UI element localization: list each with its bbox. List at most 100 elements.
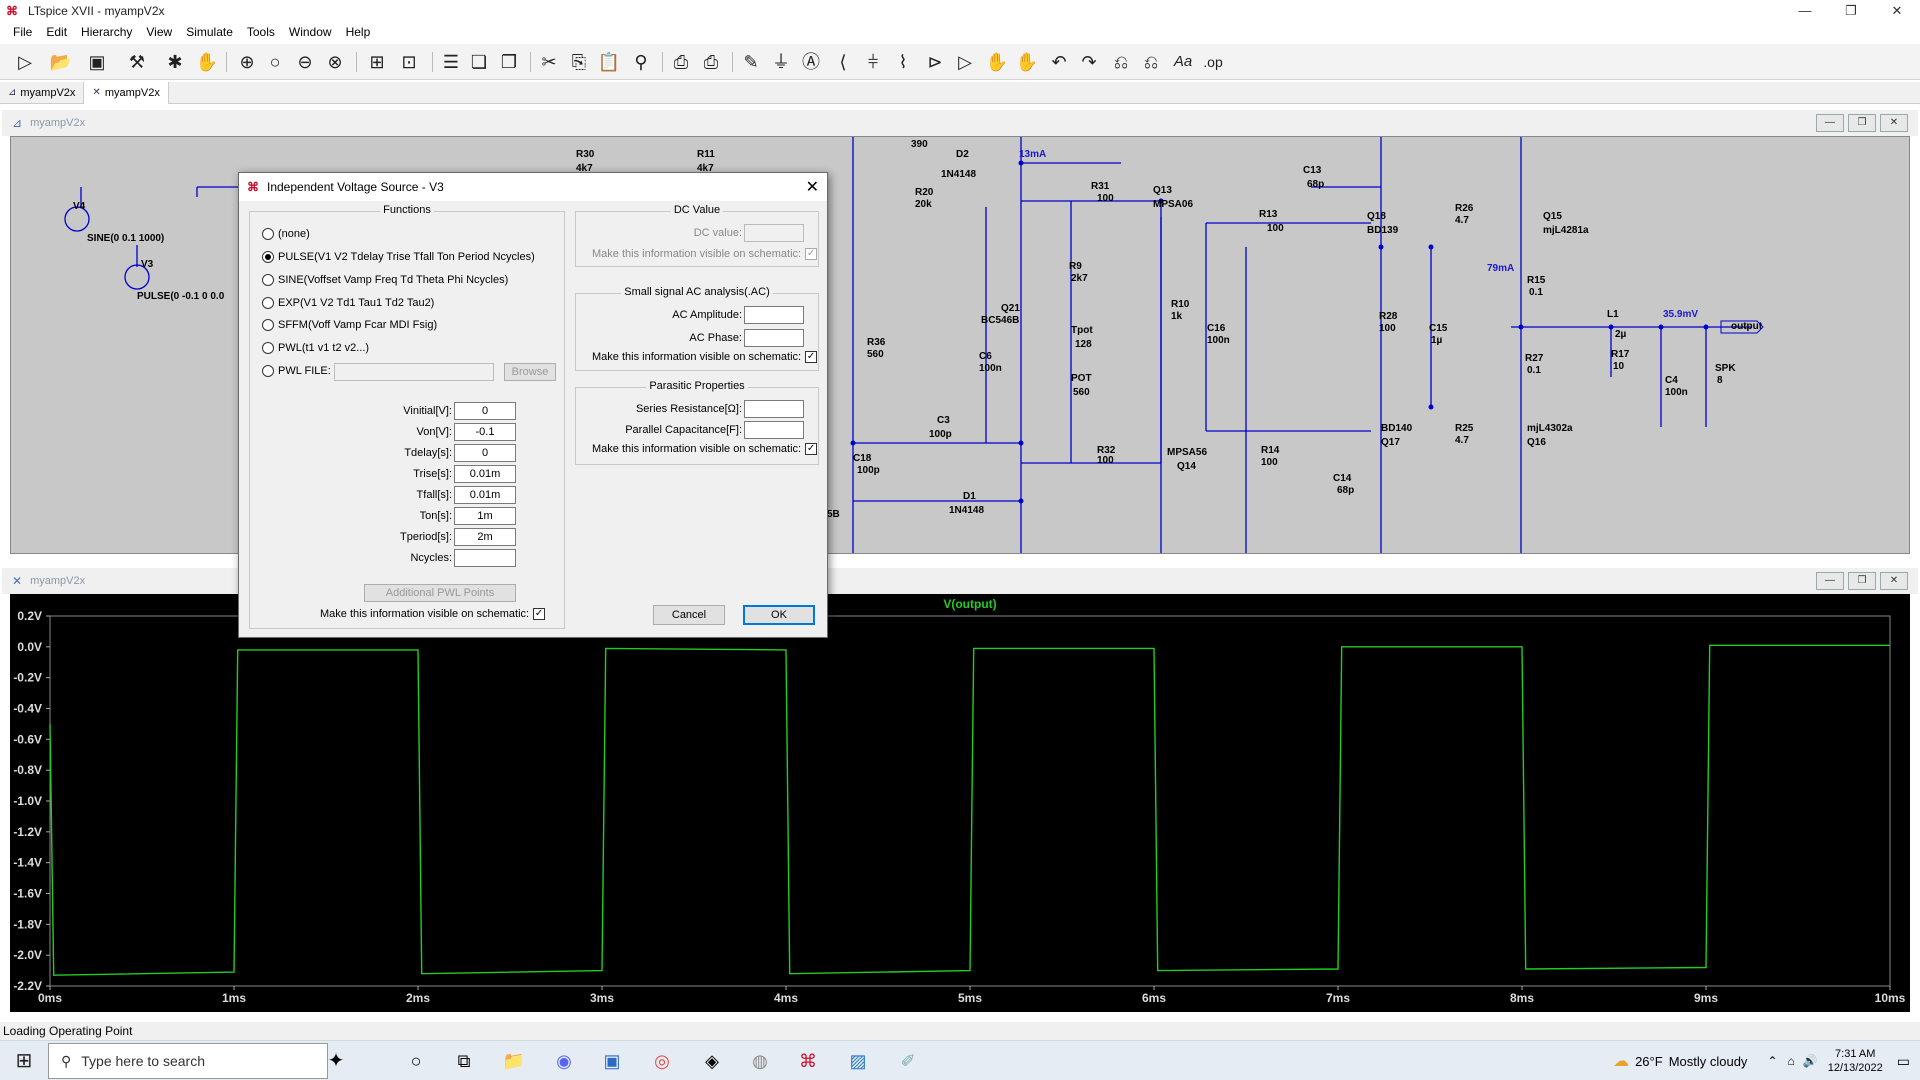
radio-pwl[interactable]: PWL(t1 v1 t2 v2...) (262, 342, 369, 354)
menu-view[interactable]: View (146, 25, 173, 39)
photos-icon[interactable]: ▨ (849, 1051, 867, 1071)
autorange-icon[interactable]: ⊞ (369, 52, 385, 72)
weather-icon[interactable]: ☁ (1613, 1053, 1630, 1070)
ton-input[interactable]: 1m (454, 507, 516, 525)
ground-icon[interactable]: ⏚ (772, 52, 790, 72)
pane-restore-button[interactable]: ❐ (1848, 572, 1876, 590)
tile-vertical-icon[interactable]: ❐ (500, 52, 518, 72)
control-panel-icon[interactable]: ⚒ (128, 52, 146, 72)
tdelay-input[interactable]: 0 (454, 444, 516, 462)
chrome-icon[interactable]: ◎ (654, 1051, 670, 1071)
rotate-icon[interactable]: ⎌ (1113, 52, 1129, 72)
chevron-up-icon[interactable]: ⌃ (1767, 1054, 1778, 1068)
tperiod-input[interactable]: 2m (454, 528, 516, 546)
ac-amplitude-input[interactable] (744, 306, 804, 324)
redo-icon[interactable]: ↷ (1081, 52, 1097, 72)
cortana-icon[interactable]: ○ (410, 1051, 422, 1071)
taskbar-search[interactable]: ⚲ Type here to search (48, 1043, 328, 1079)
clock[interactable]: 7:31 AM 12/13/2022 (1828, 1047, 1883, 1075)
menu-edit[interactable]: Edit (46, 25, 68, 39)
menu-window[interactable]: Window (288, 25, 332, 39)
cancel-button[interactable]: Cancel (653, 605, 725, 625)
pan-icon[interactable]: ✋ (195, 52, 219, 72)
menu-file[interactable]: File (13, 25, 33, 39)
radio-pwl-file[interactable]: PWL FILE: (262, 365, 331, 377)
resistor-icon[interactable]: ⟨ (839, 52, 847, 72)
dialog-close-icon[interactable]: ✕ (805, 179, 819, 196)
ac-visible-checkbox[interactable]: Make this information visible on schemat… (592, 351, 818, 363)
find-icon[interactable]: ⚲ (634, 52, 648, 72)
paint-icon[interactable]: ✐ (900, 1051, 916, 1071)
messenger-icon[interactable]: ▣ (603, 1051, 621, 1071)
move-icon[interactable]: ✋ (985, 52, 1009, 72)
capacitor-icon[interactable]: ⫩ (867, 52, 879, 72)
radio-sine[interactable]: SINE(Voffset Vamp Freq Td Theta Phi Ncyc… (262, 274, 508, 286)
menu-hierarchy[interactable]: Hierarchy (81, 25, 133, 39)
menu-simulate[interactable]: Simulate (186, 25, 233, 39)
spice-directive-icon[interactable]: .op (1203, 54, 1223, 70)
grid-icon[interactable]: ⊡ (401, 52, 417, 72)
text-icon[interactable]: Aa (1173, 53, 1193, 70)
open-folder-icon[interactable]: 📂 (49, 52, 73, 72)
pane-close-button[interactable]: ✕ (1880, 572, 1908, 590)
pane-minimize-button[interactable]: — (1816, 572, 1844, 590)
restore-button[interactable]: ❐ (1845, 3, 1857, 18)
drag-icon[interactable]: ✋ (1015, 52, 1039, 72)
zoom-fit-icon[interactable]: ⊗ (327, 52, 343, 72)
network-icon[interactable]: ⌂ (1787, 1054, 1795, 1068)
task-view-icon[interactable]: ⧉ (457, 1051, 471, 1071)
discord-icon[interactable]: ◉ (556, 1051, 572, 1071)
series-resistance-input[interactable] (744, 400, 804, 418)
paste-icon[interactable]: 📋 (597, 52, 621, 72)
ltspice-taskbar-icon[interactable]: ⌘ (799, 1051, 817, 1071)
tab-waveform[interactable]: ✕ myampV2x (84, 82, 169, 104)
copy-icon[interactable]: ⎘ (571, 52, 587, 72)
undo-icon[interactable]: ↶ (1051, 52, 1067, 72)
menu-help[interactable]: Help (345, 25, 371, 39)
ncycles-input[interactable] (454, 549, 516, 567)
radio-pulse[interactable]: PULSE(V1 V2 Tdelay Trise Tfall Ton Perio… (262, 251, 535, 263)
diode-icon[interactable]: ⊳ (927, 52, 943, 72)
radio-sffm[interactable]: SFFM(Voff Vamp Fcar MDI Fsig) (262, 319, 437, 331)
minimize-button[interactable]: — (1798, 3, 1812, 18)
widgets-icon[interactable]: ✦ (327, 1050, 345, 1072)
zoom-out-icon[interactable]: ⊖ (297, 52, 313, 72)
save-icon[interactable]: ▣ (88, 52, 106, 72)
parasitic-visible-checkbox[interactable]: Make this information visible on schemat… (592, 443, 818, 455)
additional-pwl-points-button[interactable]: Additional PWL Points (364, 584, 516, 602)
vinitial-input[interactable]: 0 (454, 402, 516, 420)
tile-horizontal-icon[interactable]: ☰ (442, 52, 460, 72)
notification-icon[interactable]: ▭ (1896, 1052, 1910, 1069)
functions-visible-checkbox[interactable]: Make this information visible on schemat… (320, 608, 546, 620)
print-setup-icon[interactable]: ⎙ (703, 52, 719, 72)
ac-phase-input[interactable] (744, 329, 804, 347)
zoom-in-icon[interactable]: ⊕ (239, 52, 255, 72)
trise-input[interactable]: 0.01m (454, 465, 516, 483)
label-net-icon[interactable]: Ⓐ (802, 52, 820, 72)
von-input[interactable]: -0.1 (454, 423, 516, 441)
pwl-file-input[interactable] (334, 363, 494, 381)
cut-icon[interactable]: ✂ (541, 52, 557, 72)
tab-schematic[interactable]: ⊿ myampV2x (0, 82, 85, 104)
cascade-icon[interactable]: ❏ (470, 52, 488, 72)
pane-minimize-button[interactable]: — (1816, 114, 1844, 132)
wire-icon[interactable]: ✎ (743, 52, 759, 72)
menu-tools[interactable]: Tools (246, 25, 275, 39)
mirror-icon[interactable]: ⎌ (1143, 52, 1159, 72)
radio-none[interactable]: (none) (262, 228, 310, 240)
run-icon[interactable]: ✱ (167, 52, 183, 72)
steam-icon[interactable]: ◍ (752, 1051, 768, 1071)
parallel-capacitance-input[interactable] (744, 421, 804, 439)
print-icon[interactable]: ⎙ (673, 52, 689, 72)
volume-icon[interactable]: 🔊 (1802, 1054, 1818, 1068)
tfall-input[interactable]: 0.01m (454, 486, 516, 504)
browse-button[interactable]: Browse (504, 363, 556, 381)
file-explorer-icon[interactable]: 📁 (502, 1051, 526, 1071)
zoom-icon[interactable]: ○ (269, 52, 281, 72)
ok-button[interactable]: OK (743, 605, 815, 625)
windows-start-icon[interactable]: ⊞ (15, 1050, 33, 1072)
app-icon[interactable]: ◈ (705, 1051, 719, 1071)
dc-value-input[interactable] (744, 224, 804, 242)
dc-visible-checkbox[interactable]: Make this information visible on schemat… (592, 248, 818, 260)
